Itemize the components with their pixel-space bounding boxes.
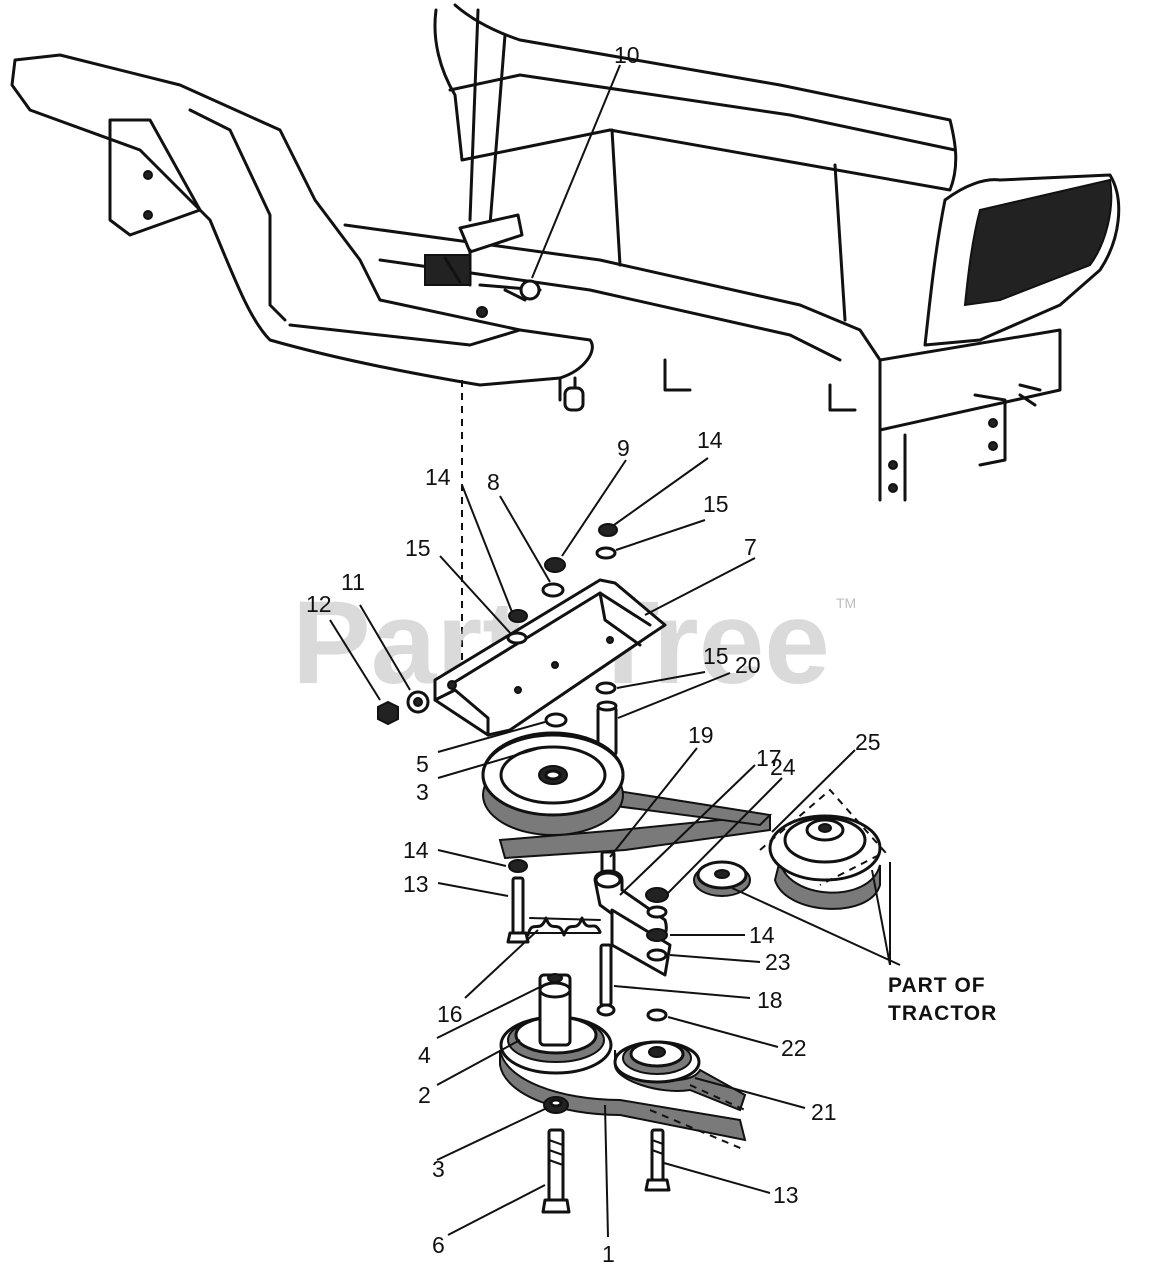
label-15: 15 bbox=[405, 535, 431, 561]
label-16: 16 bbox=[437, 1001, 463, 1027]
label-11: 11 bbox=[341, 569, 365, 595]
engine-pulley-assembly bbox=[693, 788, 887, 910]
idler-arm bbox=[506, 850, 672, 1022]
bracket-7 bbox=[433, 578, 667, 737]
label-5: 5 bbox=[416, 751, 429, 777]
callout-line-2: TRACTOR bbox=[888, 1002, 997, 1025]
leader-lines bbox=[329, 457, 901, 1238]
label-4: 4 bbox=[418, 1042, 431, 1068]
label-6: 6 bbox=[432, 1232, 445, 1258]
label-14: 14 bbox=[403, 837, 429, 863]
label-14: 14 bbox=[425, 464, 451, 490]
label-15: 15 bbox=[703, 643, 729, 669]
label-1: 1 bbox=[602, 1241, 615, 1267]
label-22: 22 bbox=[781, 1035, 807, 1061]
label-9: 9 bbox=[617, 435, 630, 461]
label-12: 12 bbox=[306, 591, 332, 617]
lower-pulleys bbox=[499, 973, 747, 1214]
label-14: 14 bbox=[697, 427, 723, 453]
label-13: 13 bbox=[403, 871, 429, 897]
label-24: 24 bbox=[770, 754, 796, 780]
hardware-top bbox=[377, 523, 618, 758]
label-10: 10 bbox=[614, 42, 640, 68]
label-15: 15 bbox=[703, 491, 729, 517]
label-25: 25 bbox=[855, 729, 881, 755]
label-14: 14 bbox=[749, 922, 775, 948]
label-3: 3 bbox=[416, 779, 429, 805]
label-3: 3 bbox=[432, 1156, 445, 1182]
callout-line-1: PART OF bbox=[888, 974, 986, 997]
label-19: 19 bbox=[688, 722, 714, 748]
tractor-frame bbox=[10, 3, 1121, 502]
label-13: 13 bbox=[773, 1182, 799, 1208]
label-7: 7 bbox=[744, 534, 757, 560]
label-23: 23 bbox=[765, 949, 791, 975]
label-2: 2 bbox=[418, 1082, 431, 1108]
label-21: 21 bbox=[811, 1099, 837, 1125]
label-8: 8 bbox=[487, 469, 500, 495]
part-labels: 10 14 9 8 14 15 15 7 12 11 15 20 5 3 19 … bbox=[306, 42, 997, 1267]
watermark-trademark: TM bbox=[836, 595, 856, 611]
label-20: 20 bbox=[735, 652, 761, 678]
label-17: 17 bbox=[756, 745, 782, 771]
label-18: 18 bbox=[757, 987, 783, 1013]
